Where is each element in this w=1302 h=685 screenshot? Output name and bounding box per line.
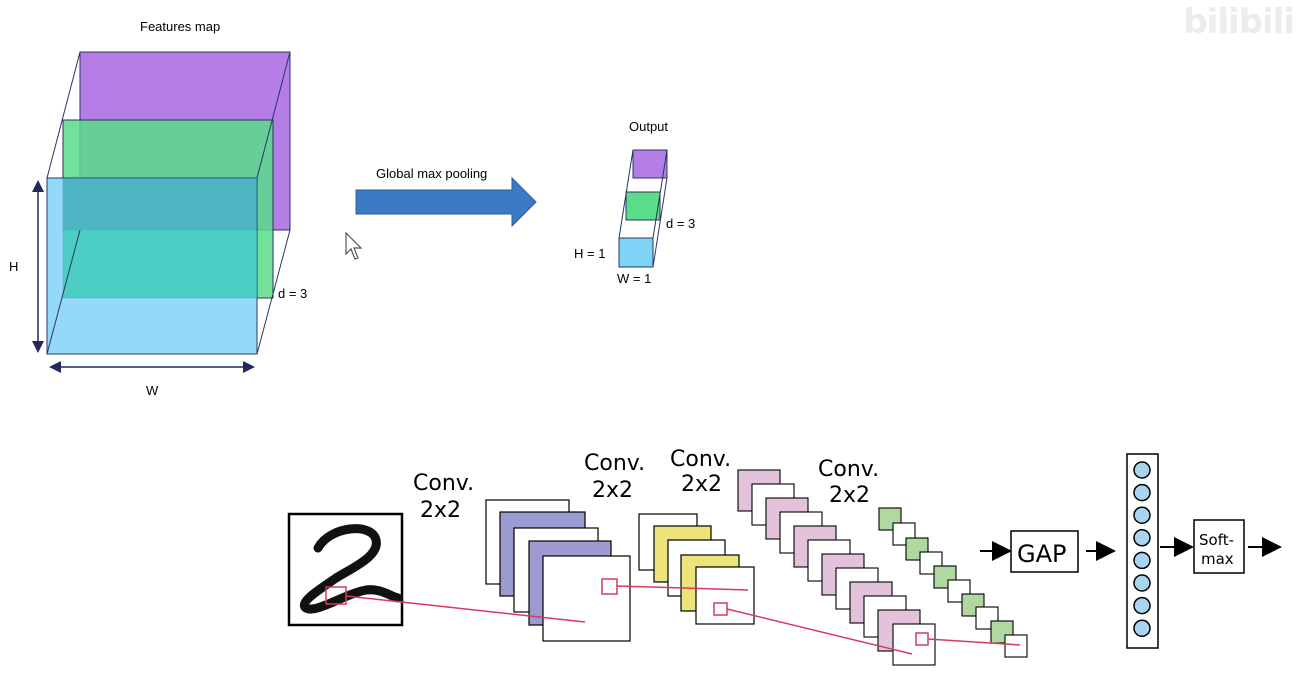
dense-layer — [1126, 453, 1159, 649]
dense-node — [1133, 596, 1151, 615]
out-green — [625, 191, 661, 221]
out-label-d: d = 3 — [666, 216, 695, 231]
dense-node — [1133, 529, 1151, 547]
out-label-h: H = 1 — [574, 246, 605, 261]
softmax-line2: max — [1201, 550, 1234, 568]
out-blue — [618, 237, 654, 268]
conv3-line1: Conv. — [670, 447, 731, 472]
conv2-line2: 2x2 — [592, 478, 633, 503]
conv-block-1 — [485, 499, 631, 642]
out-label-w: W = 1 — [617, 271, 651, 286]
softmax-box — [1193, 519, 1245, 574]
output-column — [618, 149, 668, 268]
dense-node — [1133, 461, 1151, 479]
conv-block-4 — [878, 507, 1028, 658]
mouse-cursor-icon — [345, 232, 363, 260]
dense-node — [1133, 483, 1151, 502]
input-digit: 2 — [0, 0, 1, 1]
gap-box — [1010, 530, 1079, 573]
dense-node — [1133, 619, 1151, 637]
conv-block-3 — [737, 469, 936, 666]
conv3-line2: 2x2 — [681, 472, 722, 497]
conv4-line1: Conv. — [818, 457, 879, 482]
output-title: Output — [629, 119, 668, 134]
label-d: d = 3 — [278, 286, 307, 301]
conv4-line2: 2x2 — [829, 483, 870, 508]
receptive-field-links — [345, 585, 1021, 655]
dense-node — [1133, 574, 1151, 592]
gap-label: GAP — [1017, 540, 1067, 568]
features-map-title: Features map — [140, 19, 220, 34]
conv1-line2: 2x2 — [420, 498, 461, 523]
bilibili-watermark: bilibili — [1183, 2, 1295, 42]
dense-node — [1133, 551, 1151, 570]
conv-block-2 — [638, 513, 755, 625]
conv2-line1: Conv. — [584, 451, 645, 476]
label-h: H — [9, 259, 18, 274]
label-w: W — [146, 383, 159, 398]
features-map-cube — [32, 51, 291, 373]
input-kernel — [325, 586, 347, 605]
pooling-arrow — [355, 176, 537, 228]
conv1-line1: Conv. — [413, 471, 474, 496]
dense-node — [1133, 506, 1151, 524]
softmax-line1: Soft- — [1199, 531, 1234, 549]
pooling-label: Global max pooling — [376, 166, 487, 181]
out-purple — [632, 149, 668, 179]
input-image — [287, 512, 404, 627]
